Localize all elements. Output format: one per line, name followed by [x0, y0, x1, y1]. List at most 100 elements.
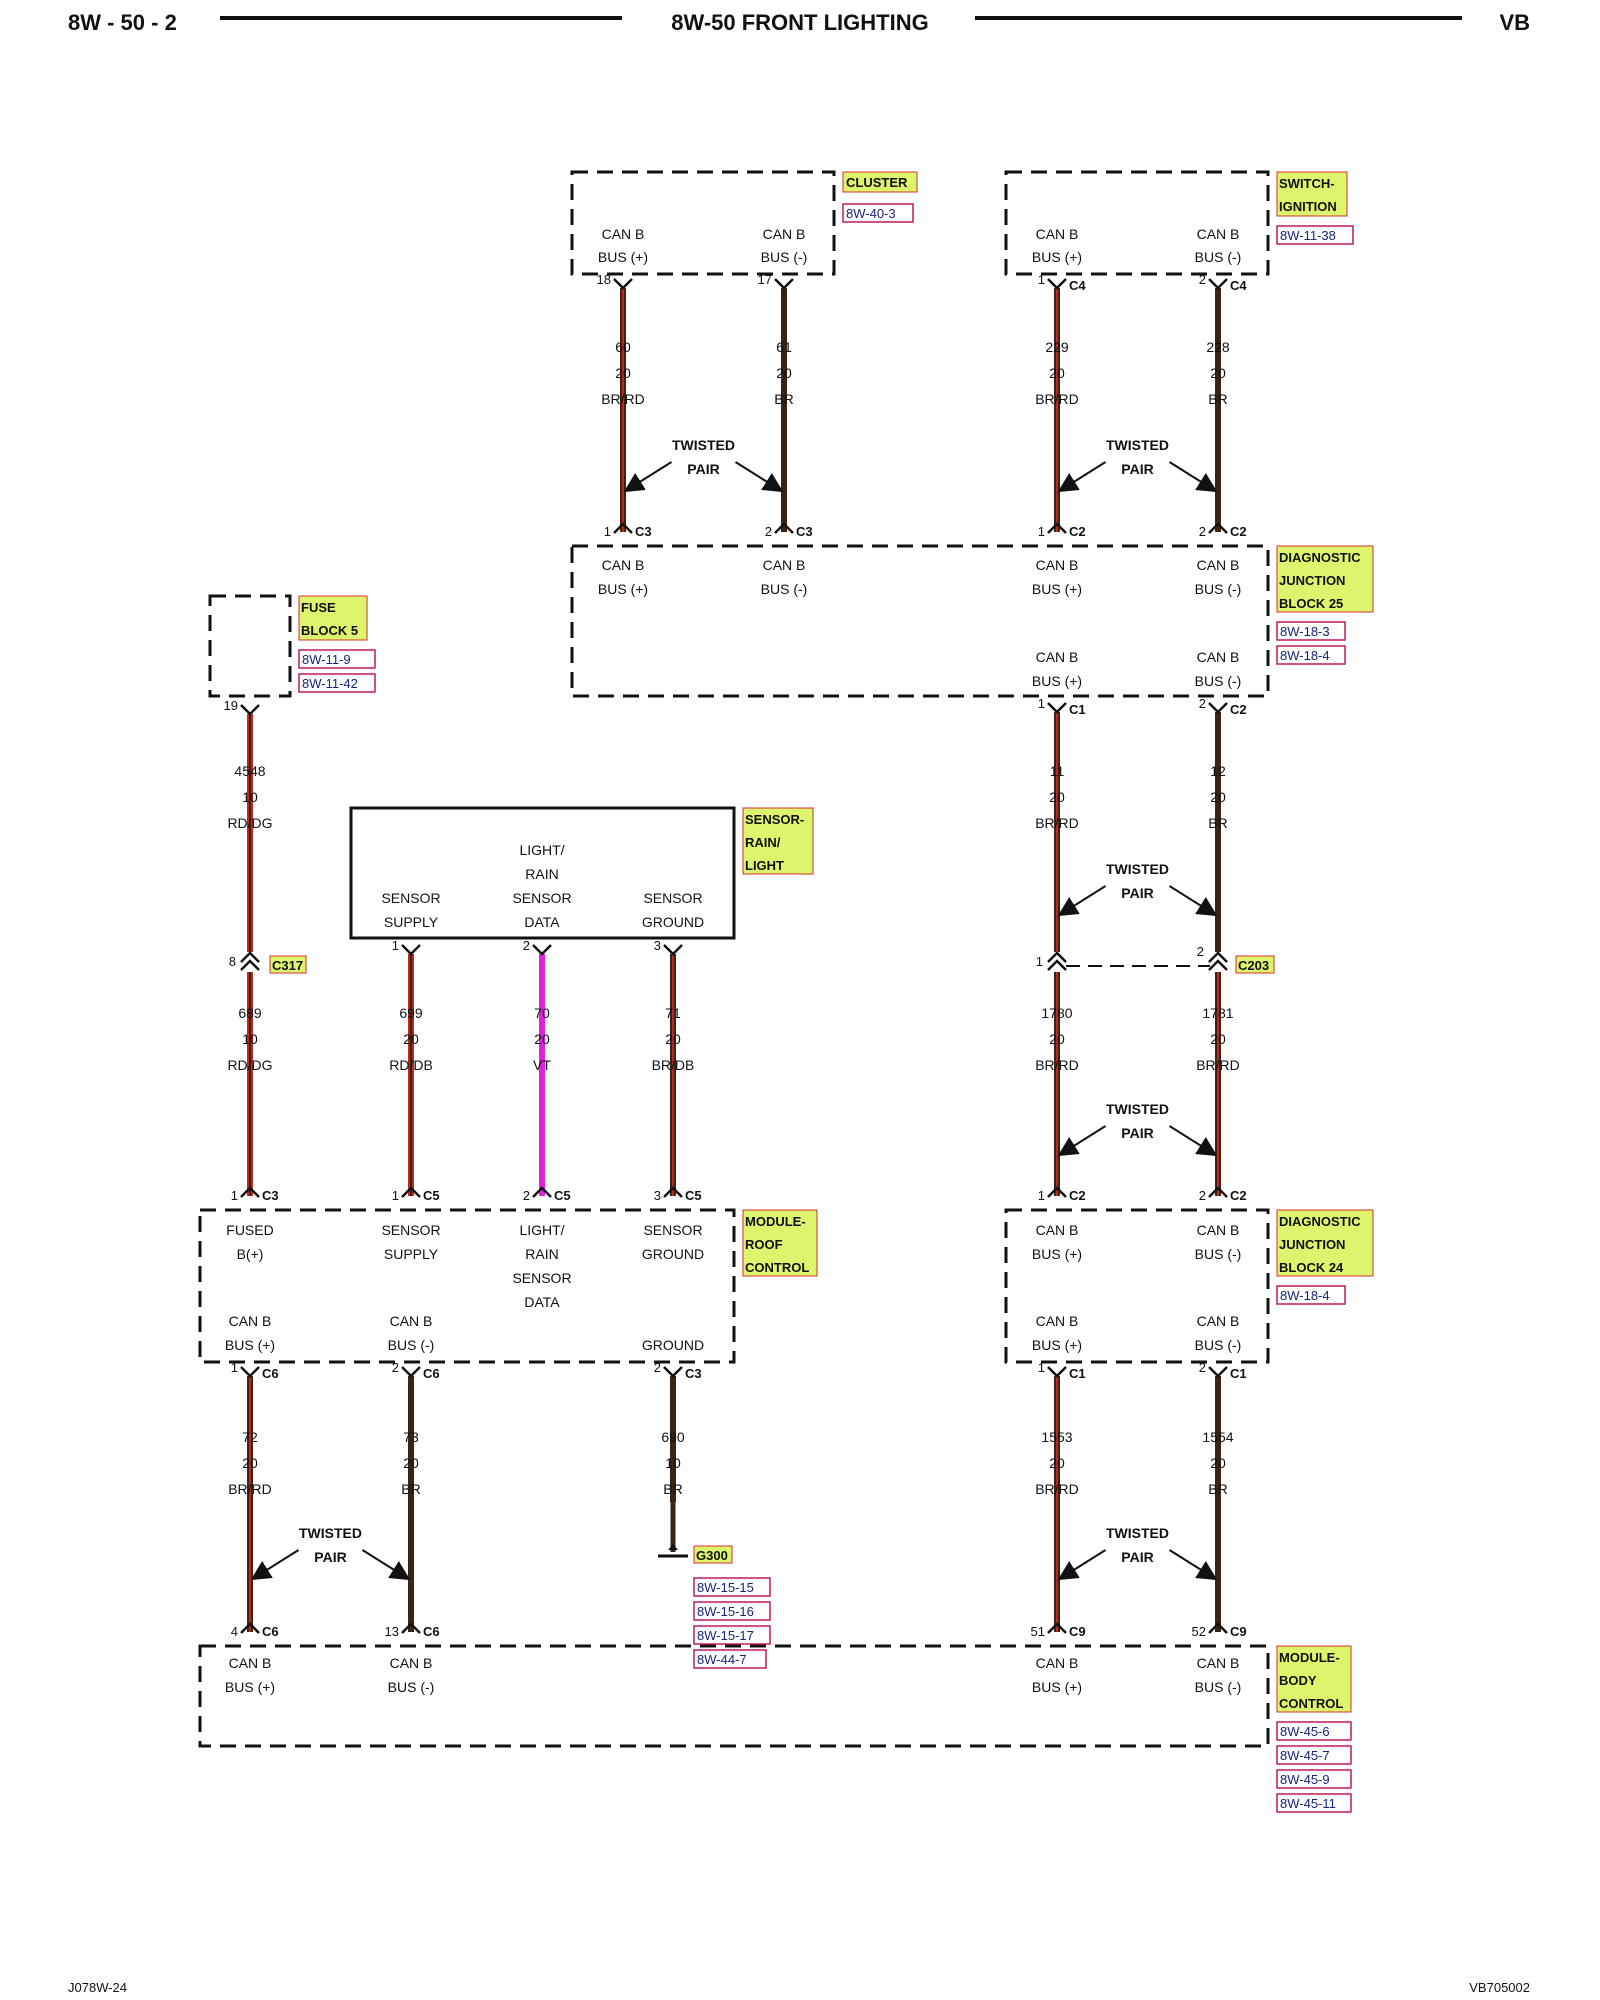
- wire-w699-connector: [401, 944, 421, 956]
- ref-8w-45-7[interactable]: 8W-45-7: [1280, 1748, 1330, 1763]
- twisted-pair-switch-arrow-right: [1168, 461, 1218, 493]
- twisted-pair-roof-l1: TWISTED: [299, 1525, 362, 1541]
- twisted-pair-switch-l2: PAIR: [1121, 461, 1153, 477]
- ref-8w-11-38[interactable]: 8W-11-38: [1280, 228, 1336, 243]
- c203-pin-2: 2: [1197, 944, 1204, 959]
- wire-w228-conn: C4: [1230, 278, 1247, 293]
- wire-w60-bottom-pin: 1: [604, 524, 611, 539]
- wire-w71-pin: 3: [654, 938, 661, 953]
- twisted-pair-roof-arrow-left: [250, 1549, 300, 1581]
- c317-tag: C317: [269, 955, 307, 974]
- wire-w70-color: VT: [533, 1057, 551, 1073]
- ref-link[interactable]: [1276, 621, 1346, 641]
- twisted-pair-roof-arrow-right: [361, 1549, 411, 1581]
- body-canm-l2: BUS (-): [388, 1679, 435, 1695]
- wire-w689-bottom-conn: C3: [262, 1188, 279, 1203]
- wire-w1554-connector: [1208, 1366, 1228, 1378]
- wire-w61-bottom-conn: C3: [796, 524, 813, 539]
- ref-link[interactable]: [1276, 1721, 1352, 1741]
- wire-w70-bottom-connector: [532, 1186, 552, 1198]
- ref-8w-44-7[interactable]: 8W-44-7: [697, 1652, 747, 1667]
- page-title: 8W-50 FRONT LIGHTING: [671, 10, 928, 35]
- twisted-pair-djb25-l1: TWISTED: [1106, 861, 1169, 877]
- ref-link[interactable]: [693, 1649, 767, 1669]
- ref-8w-11-9[interactable]: 8W-11-9: [302, 652, 351, 667]
- wire-w1780-bottom-connector: [1047, 1186, 1067, 1198]
- ref-link[interactable]: [1276, 225, 1354, 245]
- body-name-l1: MODULE-: [1279, 1650, 1340, 1665]
- ref-8w-18-4[interactable]: 8W-18-4: [1280, 648, 1330, 663]
- djb25-top-canm-l1: CAN B: [763, 557, 806, 573]
- wire-w229-bottom-pin: 1: [1038, 524, 1045, 539]
- djb24-name-l1: DIAGNOSTIC: [1279, 1214, 1361, 1229]
- djb25-bot-canp-l1: CAN B: [1036, 649, 1079, 665]
- wire-w12-gauge: 20: [1210, 789, 1226, 805]
- cluster-canm-l1: CAN B: [763, 226, 806, 242]
- ref-link[interactable]: [842, 203, 914, 223]
- ref-link[interactable]: [1276, 1793, 1352, 1813]
- wire-w1554-pin: 2: [1199, 1360, 1206, 1375]
- ref-link[interactable]: [693, 1601, 771, 1621]
- wire-w229-circuit: 229: [1045, 339, 1069, 355]
- djb24-refs: 8W-18-4: [1276, 1285, 1346, 1305]
- ref-8w-18-4b[interactable]: 8W-18-4: [1280, 1288, 1330, 1303]
- roof-data-l4: DATA: [524, 1294, 560, 1310]
- wire-w699-bottom-connector: [401, 1186, 421, 1198]
- ref-8w-45-6[interactable]: 8W-45-6: [1280, 1724, 1330, 1739]
- ref-link[interactable]: [1276, 645, 1346, 665]
- twisted-pair-switch-l1: TWISTED: [1106, 437, 1169, 453]
- ref-8w-15-16[interactable]: 8W-15-16: [697, 1604, 754, 1619]
- ref-link[interactable]: [298, 649, 376, 669]
- body-module-pin-labels: CAN B BUS (+) CAN B BUS (-) CAN B BUS (+…: [225, 1655, 1241, 1695]
- c203-pin-1: 1: [1036, 954, 1043, 969]
- c203-connector-1: [1047, 951, 1067, 963]
- wire-w4548-circuit: 4548: [234, 763, 265, 779]
- ref-8w-40-3[interactable]: 8W-40-3: [846, 206, 896, 221]
- wire-w228-gauge: 20: [1210, 365, 1226, 381]
- wire-w72-bottom-pin: 4: [231, 1624, 238, 1639]
- ref-link[interactable]: [693, 1625, 771, 1645]
- wire-w690-circuit: 690: [661, 1429, 685, 1445]
- sensor-tag: SENSOR- RAIN/ LIGHT: [742, 807, 814, 875]
- ref-8w-15-17[interactable]: 8W-15-17: [697, 1628, 754, 1643]
- wire-w73-circuit: 73: [403, 1429, 419, 1445]
- ref-8w-15-15[interactable]: 8W-15-15: [697, 1580, 754, 1595]
- ref-link[interactable]: [693, 1577, 771, 1597]
- wire-w71-connector: [663, 944, 683, 956]
- cluster-tag: CLUSTER: [842, 171, 918, 193]
- wire-w689-circuit: 689: [238, 1005, 262, 1021]
- twisted-pair-cluster-l1: TWISTED: [672, 437, 735, 453]
- ref-link[interactable]: [298, 673, 376, 693]
- ref-link[interactable]: [1276, 1769, 1352, 1789]
- wire-w70-connector: [532, 944, 552, 956]
- ref-8w-18-3[interactable]: 8W-18-3: [1280, 624, 1330, 639]
- djb25-tag: DIAGNOSTIC JUNCTION BLOCK 25: [1276, 545, 1374, 613]
- wire-w11-gauge: 20: [1049, 789, 1065, 805]
- djb25-refs: 8W-18-3 8W-18-4: [1276, 621, 1346, 665]
- ref-8w-45-11[interactable]: 8W-45-11: [1280, 1796, 1336, 1811]
- switch-canm-l1: CAN B: [1197, 226, 1240, 242]
- ref-8w-45-9[interactable]: 8W-45-9: [1280, 1772, 1330, 1787]
- roof-supply-l1: SENSOR: [381, 1222, 440, 1238]
- roof-data-l3: SENSOR: [512, 1270, 571, 1286]
- body-refs: 8W-45-6 8W-45-7 8W-45-9 8W-45-11: [1276, 1721, 1352, 1813]
- wire-w228-bottom-connector: [1208, 522, 1228, 534]
- ref-link[interactable]: [1276, 1745, 1352, 1765]
- wire-w690-connector: [663, 1366, 683, 1378]
- wire-w699-bottom-pin: 1: [392, 1188, 399, 1203]
- djb24-bot-canp-l2: BUS (+): [1032, 1337, 1082, 1353]
- wire-w61-connector: [774, 278, 794, 290]
- ref-link[interactable]: [1276, 1285, 1346, 1305]
- roof-canm-l1: CAN B: [390, 1313, 433, 1329]
- wire-w228-bottom-conn: C2: [1230, 524, 1247, 539]
- wire-w73-bottom-connector: [401, 1622, 421, 1634]
- wire-w229-bottom-connector: [1047, 522, 1067, 534]
- djb25-bot-canm-l2: BUS (-): [1195, 673, 1242, 689]
- wire-w71-bottom-pin: 3: [654, 1188, 661, 1203]
- module-body-box: [198, 1644, 1270, 1748]
- wire-w1554-bottom-connector: [1208, 1622, 1228, 1634]
- twisted-pair-cluster-l2: PAIR: [687, 461, 719, 477]
- ref-8w-11-42[interactable]: 8W-11-42: [302, 676, 358, 691]
- sensor-ground-l2: GROUND: [642, 914, 704, 930]
